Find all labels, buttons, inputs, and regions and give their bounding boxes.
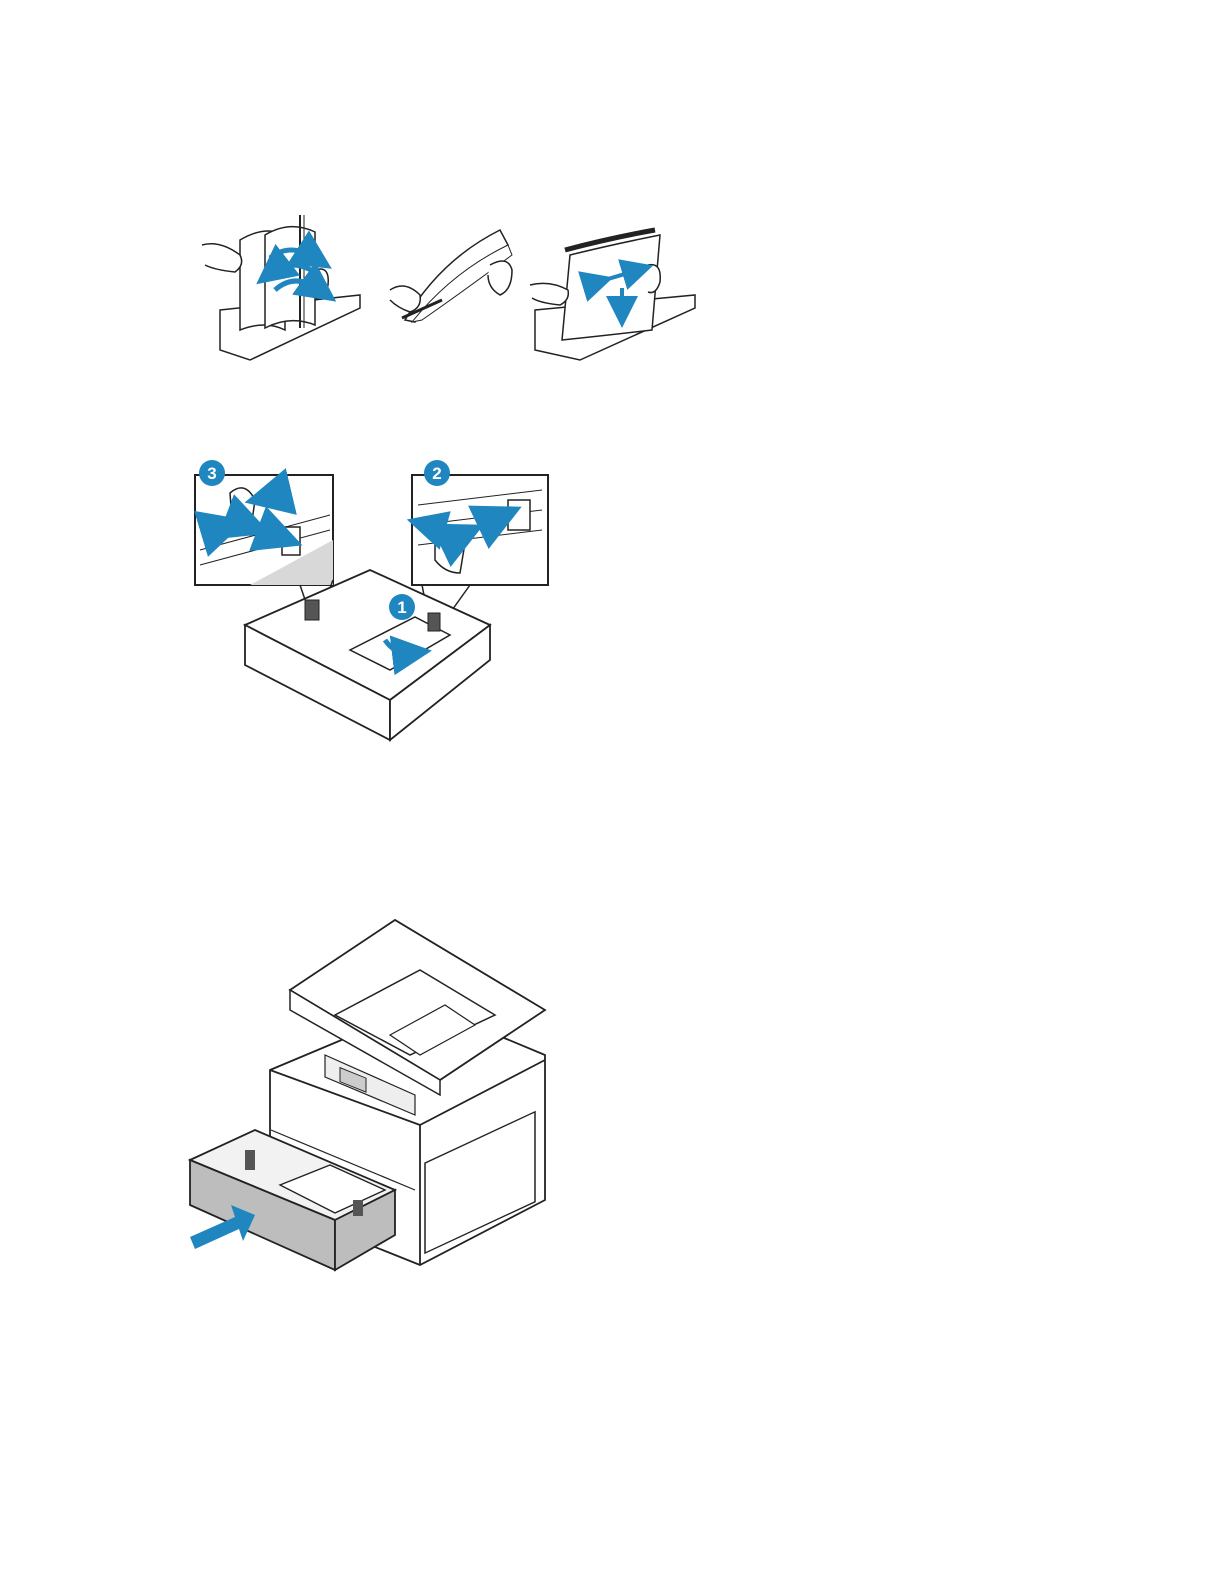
paper-tray: 1 [245, 570, 490, 740]
callout-number-2: 2 [432, 464, 441, 483]
figure-paper-fanning [190, 200, 710, 370]
callout-box-step3: 3 [195, 460, 333, 585]
flex-stack-icon [202, 215, 360, 360]
callout-box-step2: 2 [412, 460, 548, 585]
figure-tray-insert [185, 915, 555, 1280]
fan-edge-icon [390, 230, 512, 322]
figure-tray-loading: 3 2 1 [190, 455, 555, 745]
callout-number-1: 1 [397, 598, 406, 617]
callout-number-3: 3 [207, 464, 216, 483]
align-stack-icon [530, 230, 695, 360]
